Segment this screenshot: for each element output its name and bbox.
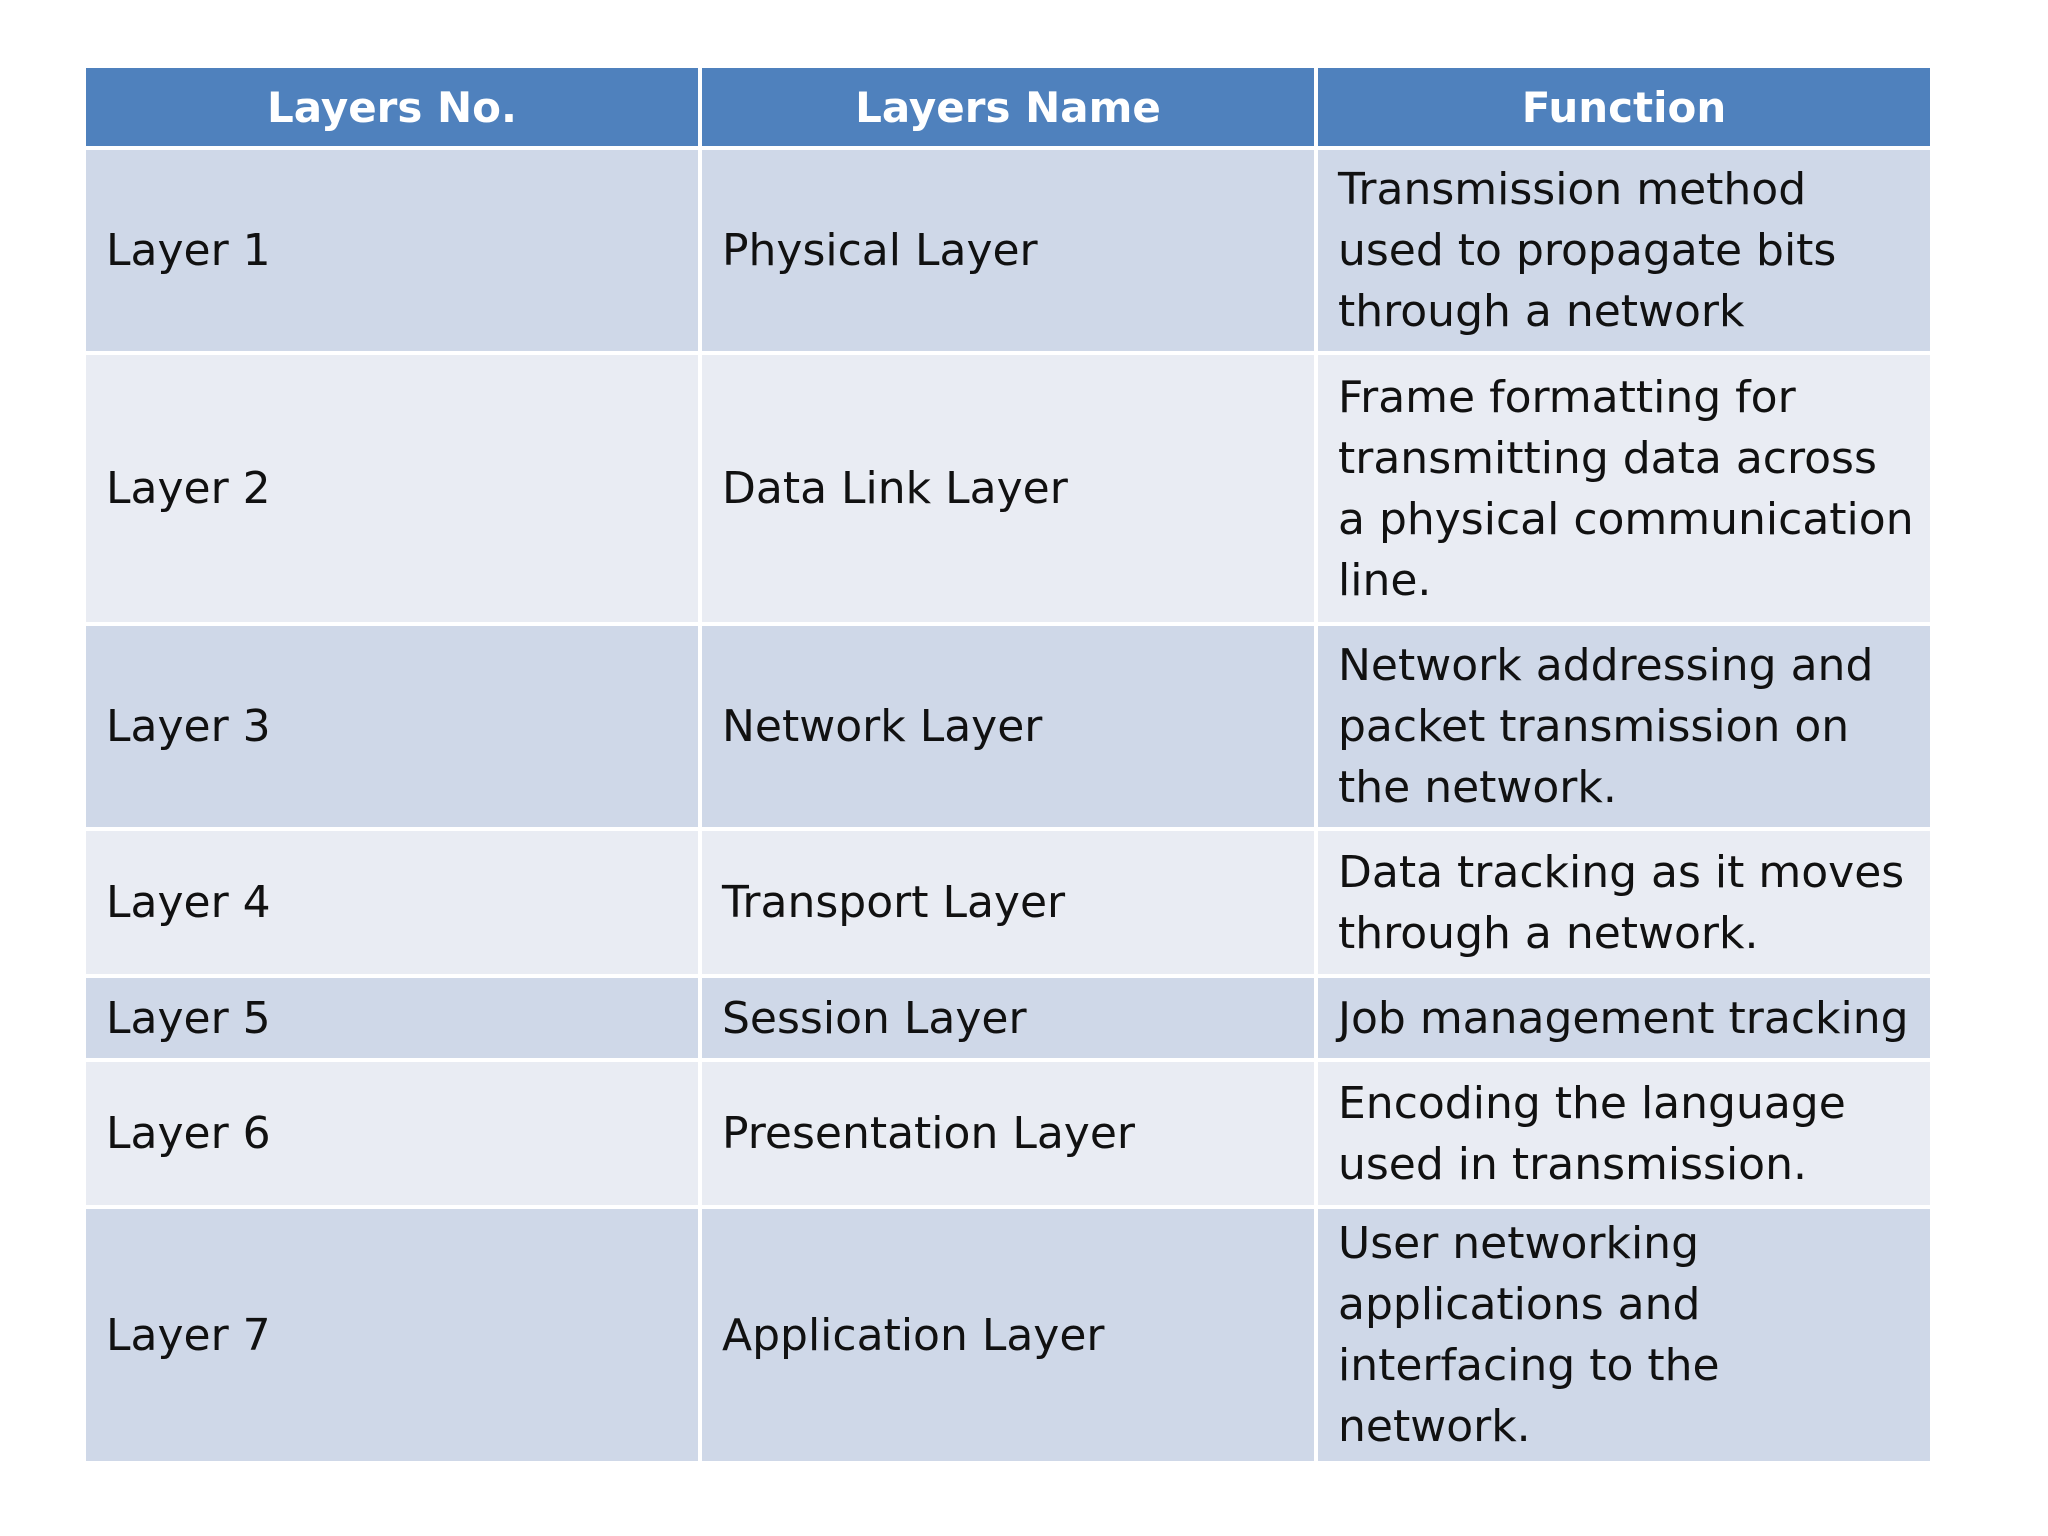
cell-layer-name: Transport Layer [702, 831, 1314, 974]
header-layers-name: Layers Name [702, 68, 1314, 146]
cell-layer-function: Data tracking as it moves through a netw… [1318, 831, 1930, 974]
cell-layer-no: Layer 5 [86, 978, 698, 1058]
cell-layer-function: Frame formatting for transmitting data a… [1318, 355, 1930, 622]
cell-layer-function: Job management tracking [1318, 978, 1930, 1058]
cell-layer-no: Layer 1 [86, 150, 698, 351]
header-layers-no: Layers No. [86, 68, 698, 146]
cell-layer-name: Network Layer [702, 626, 1314, 827]
cell-layer-name: Physical Layer [702, 150, 1314, 351]
table-row: Layer 2 Data Link Layer Frame formatting… [86, 355, 1930, 622]
cell-layer-function: Encoding the language used in transmissi… [1318, 1062, 1930, 1205]
cell-layer-name: Presentation Layer [702, 1062, 1314, 1205]
table-row: Layer 7 Application Layer User networkin… [86, 1209, 1930, 1461]
cell-layer-function: User networking applications and interfa… [1318, 1209, 1930, 1461]
cell-layer-no: Layer 3 [86, 626, 698, 827]
table-row: Layer 5 Session Layer Job management tra… [86, 978, 1930, 1058]
table-row: Layer 1 Physical Layer Transmission meth… [86, 150, 1930, 351]
cell-layer-name: Data Link Layer [702, 355, 1314, 622]
cell-layer-no: Layer 2 [86, 355, 698, 622]
table-row: Layer 3 Network Layer Network addressing… [86, 626, 1930, 827]
header-function: Function [1318, 68, 1930, 146]
cell-layer-no: Layer 7 [86, 1209, 698, 1461]
cell-layer-function: Network addressing and packet transmissi… [1318, 626, 1930, 827]
cell-layer-name: Session Layer [702, 978, 1314, 1058]
table-header-row: Layers No. Layers Name Function [86, 68, 1930, 146]
osi-layers-table: Layers No. Layers Name Function Layer 1 … [82, 64, 1934, 1465]
table-row: Layer 6 Presentation Layer Encoding the … [86, 1062, 1930, 1205]
cell-layer-name: Application Layer [702, 1209, 1314, 1461]
cell-layer-no: Layer 6 [86, 1062, 698, 1205]
cell-layer-no: Layer 4 [86, 831, 698, 974]
table-row: Layer 4 Transport Layer Data tracking as… [86, 831, 1930, 974]
cell-layer-function: Transmission method used to propagate bi… [1318, 150, 1930, 351]
